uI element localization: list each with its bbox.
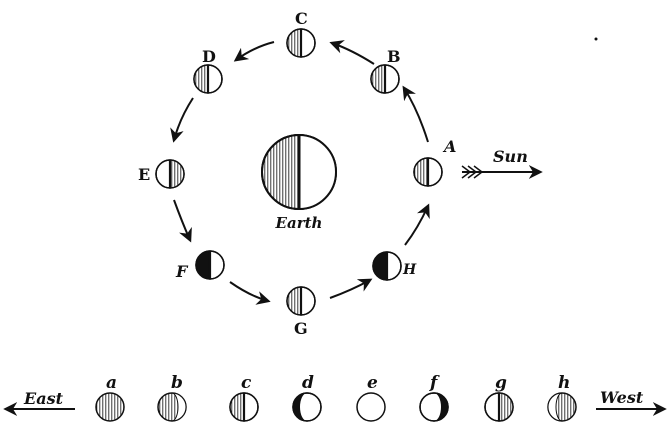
west-label: West <box>600 388 644 407</box>
phase-b <box>157 392 187 422</box>
moon-letter-E: E <box>138 165 150 184</box>
phase-g <box>484 392 514 422</box>
moon-D <box>193 64 223 94</box>
sun-label: Sun <box>493 147 528 166</box>
arrow-b-to-c <box>329 40 375 65</box>
phase-h <box>547 392 577 422</box>
arrow-f-to-g <box>229 281 271 305</box>
moon-G <box>286 286 316 316</box>
phase-f <box>419 392 449 422</box>
arrow-c-to-d <box>233 41 275 62</box>
moon-letter-G: G <box>294 319 308 338</box>
phase-letter-a: a <box>106 373 117 393</box>
phase-letter-h: h <box>558 373 570 393</box>
moon-letter-A: A <box>442 137 456 156</box>
moon-H <box>372 251 402 281</box>
east-label: East <box>23 389 64 408</box>
moon-letter-H: H <box>402 262 417 278</box>
phase-a <box>95 392 125 422</box>
phase-c <box>229 392 259 422</box>
moon-letter-D: D <box>202 47 216 66</box>
moon-E <box>155 159 185 189</box>
phase-d <box>292 392 322 422</box>
arrow-e-to-f <box>173 199 192 243</box>
phase-letter-f: f <box>429 373 440 393</box>
moon-B <box>370 64 400 94</box>
ink-dot <box>594 37 598 41</box>
moon-F <box>195 250 225 280</box>
earth <box>261 134 337 210</box>
moon-letter-C: C <box>295 9 308 28</box>
moon-letter-B: B <box>387 47 401 66</box>
arrow-d-to-e <box>170 97 194 143</box>
phase-letter-c: c <box>241 373 252 393</box>
arrow-g-to-h <box>329 278 373 299</box>
phase-letter-b: b <box>171 373 183 393</box>
phase-e <box>356 392 386 422</box>
moon-A <box>413 157 443 187</box>
phase-letter-d: d <box>302 373 314 393</box>
sun-arrow <box>461 165 543 179</box>
moon-C <box>286 28 316 58</box>
phase-letter-e: e <box>367 373 378 393</box>
arrow-h-to-a <box>404 203 430 246</box>
arrow-a-to-b <box>402 85 429 143</box>
moon-letter-F: F <box>175 262 189 281</box>
phase-letter-g: g <box>495 373 507 393</box>
orbit-arrows <box>170 40 430 305</box>
earth-label: Earth <box>275 214 323 232</box>
